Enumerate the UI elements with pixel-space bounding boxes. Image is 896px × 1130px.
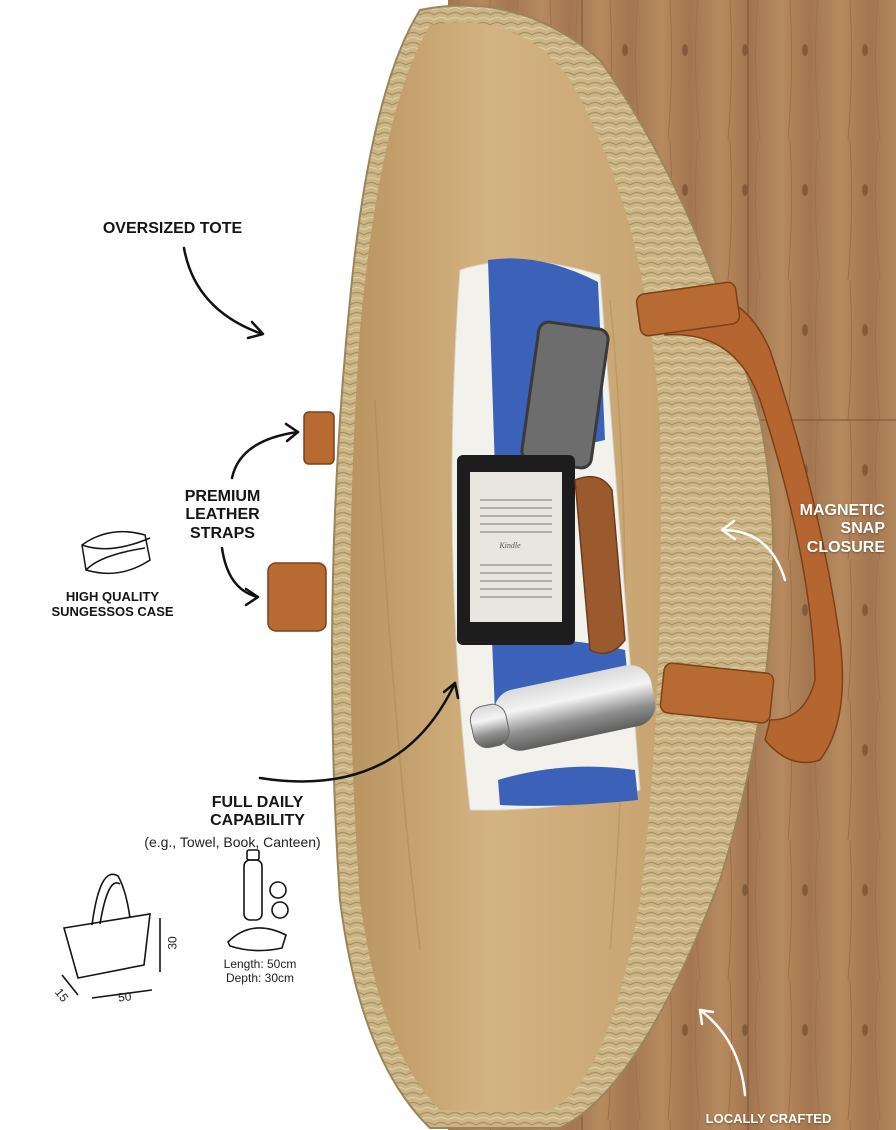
premium-line-3: STRAPS bbox=[190, 524, 255, 542]
leather-strap-right bbox=[654, 293, 844, 764]
dimension-width: 50 bbox=[117, 989, 133, 1005]
label-locally-crafted: LOCALLY CRAFTED bbox=[705, 1111, 832, 1126]
water-bottle bbox=[469, 664, 656, 751]
ereader-logo: Kindle bbox=[498, 541, 521, 550]
arrow-straps-bottom bbox=[220, 546, 260, 599]
strap-tab-top-left bbox=[303, 411, 335, 465]
label-full-daily: FULL DAILY CAPABILITY bbox=[170, 794, 345, 831]
label-length: Length: 50cm bbox=[223, 957, 297, 971]
magnetic-line-2: SNAP bbox=[840, 520, 885, 538]
arrow-magnetic-snap bbox=[720, 528, 787, 582]
sunglasses-case bbox=[574, 475, 626, 655]
premium-line-1: PREMIUM bbox=[184, 488, 261, 505]
dimension-height: 30 bbox=[165, 936, 180, 950]
premium-line-2: LEATHER bbox=[185, 506, 260, 524]
tote-dimension-icon bbox=[61, 873, 161, 999]
strap-tab-bottom-right bbox=[659, 662, 775, 724]
label-magnetic-snap: MAGNETIC SNAP CLOSURE bbox=[760, 502, 885, 557]
full-daily-line-2: CAPABILITY bbox=[210, 812, 305, 830]
case-line-2: SUNGESSOS CASE bbox=[51, 603, 174, 619]
arrow-straps-top bbox=[230, 430, 300, 480]
full-daily-line-1: FULL DAILY bbox=[211, 794, 304, 811]
label-full-daily-sub: (e.g., Towel, Book, Canteen) bbox=[144, 834, 321, 850]
strap-tab-bottom-left bbox=[267, 562, 327, 632]
label-depth: Depth: 30cm bbox=[225, 971, 295, 985]
label-oversized-tote: OVERSIZED TOTE bbox=[102, 220, 243, 237]
magnetic-line-3: CLOSURE bbox=[806, 538, 885, 556]
bottle-glasses-icon bbox=[227, 849, 289, 952]
case-line-1: HIGH QUALITY bbox=[65, 589, 160, 604]
label-premium-straps: PREMIUM LEATHER STRAPS bbox=[160, 488, 285, 543]
arrow-locally-crafted bbox=[698, 1008, 747, 1097]
sunglasses-case-icon bbox=[81, 530, 151, 575]
strap-tab-top-right bbox=[635, 281, 741, 337]
label-sunglasses-case: HIGH QUALITY SUNGESSOS CASE bbox=[40, 589, 185, 620]
arrow-oversized-tote bbox=[182, 246, 264, 336]
arrow-full-daily bbox=[258, 681, 457, 783]
magnetic-line-1: MAGNETIC bbox=[799, 502, 885, 519]
